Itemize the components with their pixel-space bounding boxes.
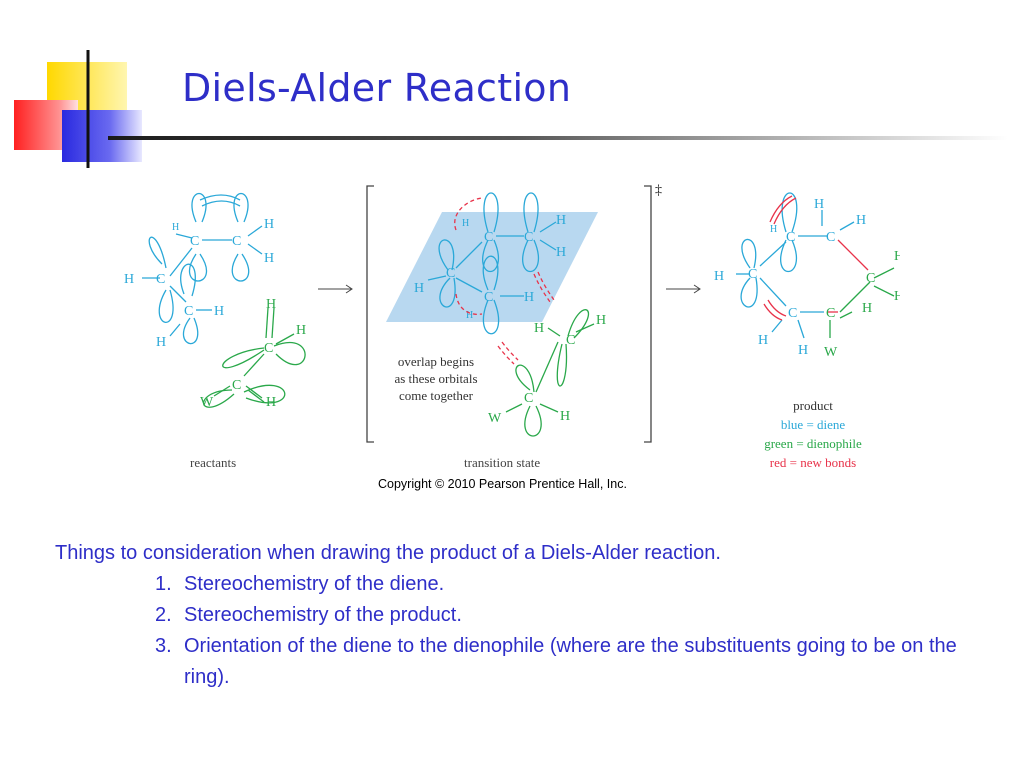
corner-decoration <box>14 50 142 168</box>
list-item-number: 2. <box>155 604 172 626</box>
reactant-atom: C <box>264 341 273 356</box>
reactant-atom: H <box>124 272 134 287</box>
double-dagger: ‡ <box>655 183 662 198</box>
product-atom: H <box>758 333 768 348</box>
reactant-atom: W <box>200 395 214 410</box>
product-diene <box>736 192 855 339</box>
list-item: 3. Orientation of the diene to the dienop… <box>55 631 995 693</box>
transition-atom: H <box>524 290 534 305</box>
product-atom: H <box>862 301 872 316</box>
reactant-atom: C <box>156 272 165 287</box>
list-item-text: Stereochemistry of the diene. <box>184 573 445 595</box>
slide-title: Diels-Alder Reaction <box>182 66 572 110</box>
reactant-dienophile <box>203 307 306 408</box>
transition-atom: H <box>596 313 606 328</box>
diels-alder-figure: C C C C H H H H H H C C H <box>124 183 900 470</box>
transition-new-bonds <box>454 197 555 365</box>
notes-list: 1. Stereochemistry of the diene. 2. Stereo… <box>55 569 995 693</box>
reactant-atom: H <box>172 222 179 233</box>
transition-dienophile <box>505 309 595 437</box>
transition-atom: H <box>466 310 473 321</box>
product-dienophile <box>829 267 895 338</box>
reactant-atom: C <box>232 378 241 393</box>
title-underline <box>108 136 1008 140</box>
notes-section: Things to consideration when drawing the… <box>55 538 995 693</box>
caption-product: product <box>793 398 833 413</box>
transition-atom: C <box>524 391 533 406</box>
product-atom: C <box>866 271 875 286</box>
product-atom: C <box>748 267 757 282</box>
transition-brackets <box>366 185 652 443</box>
product-atom: C <box>826 230 835 245</box>
transition-atom: C <box>484 290 493 305</box>
transition-diene-atoms: C C C C H H H H H H <box>414 213 566 321</box>
product-atom: H <box>894 289 900 304</box>
reactant-atom: H <box>266 395 276 410</box>
overlap-note-line-1: overlap begins <box>398 354 474 369</box>
reactant-atom: H <box>264 217 274 232</box>
list-item: 2. Stereochemistry of the product. <box>55 600 995 631</box>
overlap-note-line-2: as these orbitals <box>394 371 477 386</box>
transition-atom: C <box>446 266 455 281</box>
reactant-atom: H <box>214 304 224 319</box>
product-atom: H <box>814 197 824 212</box>
reactant-atom: H <box>156 335 166 350</box>
notes-intro: Things to consideration when drawing the… <box>55 542 721 564</box>
reactant-atom: H <box>264 251 274 266</box>
product-atoms-green: C C H H H W <box>824 249 900 360</box>
transition-atom: C <box>524 230 533 245</box>
product-atom: H <box>770 224 777 235</box>
transition-atom: C <box>566 333 575 348</box>
transition-atom: H <box>414 281 424 296</box>
transition-atom: C <box>484 230 493 245</box>
transition-atom: H <box>556 213 566 228</box>
overlap-note-line-3: come together <box>399 388 474 403</box>
legend-red: red = new bonds <box>770 455 856 470</box>
list-item-number: 3. <box>155 635 172 657</box>
transition-atom: W <box>488 411 502 426</box>
reactant-atom: H <box>296 323 306 338</box>
reactant-diene <box>142 193 263 345</box>
list-item-text: Orientation of the diene to the dienophi… <box>184 635 957 688</box>
reactant-atom: C <box>184 304 193 319</box>
caption-transition-state: transition state <box>464 455 540 470</box>
transition-atom: H <box>560 409 570 424</box>
legend-green: green = dienophile <box>764 436 862 451</box>
product-atom: H <box>894 249 900 264</box>
transition-atom: H <box>534 321 544 336</box>
product-atom: C <box>786 230 795 245</box>
reactant-dienophile-atoms: C C H H W H <box>200 297 306 410</box>
reactant-atom: C <box>232 234 241 249</box>
list-item-text: Stereochemistry of the product. <box>184 604 462 626</box>
transition-atom: H <box>556 245 566 260</box>
product-new-bonds <box>763 195 869 321</box>
copyright-notice: Copyright © 2010 Pearson Prentice Hall, … <box>378 477 627 491</box>
product-atom: H <box>714 269 724 284</box>
orbital-plane <box>386 212 598 322</box>
legend-blue: blue = diene <box>781 417 846 432</box>
caption-reactants: reactants <box>190 455 236 470</box>
product-atom: W <box>824 345 838 360</box>
product-atom: H <box>798 343 808 358</box>
reactant-atom: H <box>266 297 276 312</box>
product-atom: C <box>826 306 835 321</box>
transition-atom: H <box>462 218 469 229</box>
product-atom: C <box>788 306 797 321</box>
product-atoms-blue: C C C C H H H H H H <box>714 197 866 358</box>
reactant-atom: C <box>190 234 199 249</box>
reaction-arrows <box>318 284 701 294</box>
list-item-number: 1. <box>155 573 172 595</box>
list-item: 1. Stereochemistry of the diene. <box>55 569 995 600</box>
transition-dienophile-atoms: C C H H W H <box>488 313 606 426</box>
transition-diene <box>427 192 557 335</box>
product-atom: H <box>856 213 866 228</box>
reactant-diene-atoms: C C C C H H H H H H <box>124 217 274 350</box>
